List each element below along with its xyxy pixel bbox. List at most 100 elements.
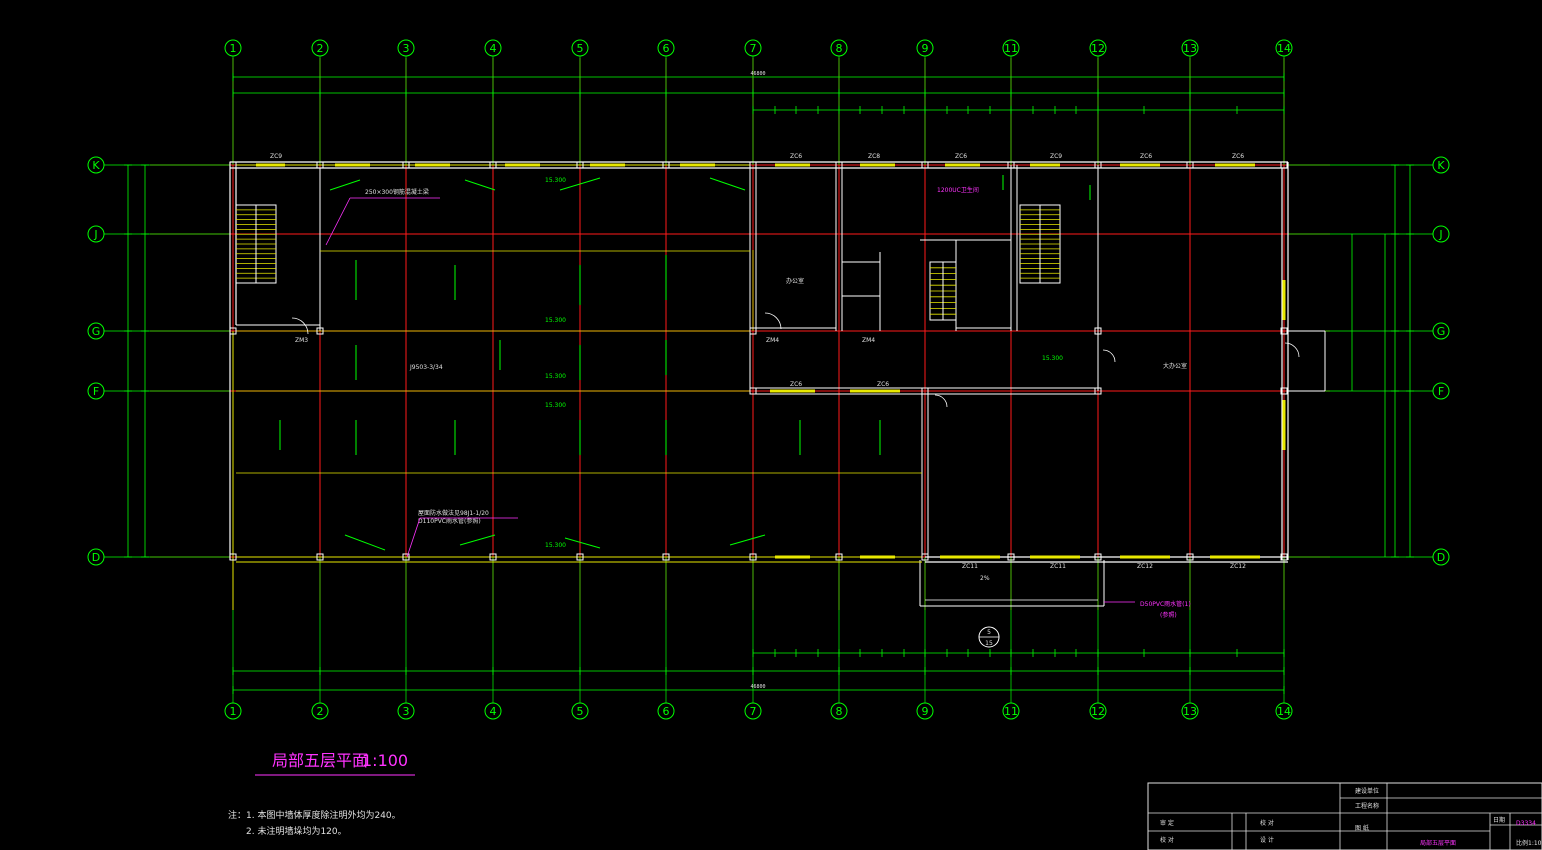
column [316,327,324,335]
tb-design: 设 计 [1260,836,1274,844]
axis-label-4: 4 [490,705,497,718]
tb-row1: 建设单位 [1355,787,1379,795]
structure-mark [709,177,746,191]
column [1007,553,1015,561]
structure-mark [459,534,496,546]
column [1280,553,1288,561]
axis-label-5: 5 [577,705,584,718]
elevation-label: 15.300 [545,402,566,409]
column [1186,553,1194,561]
column [835,161,843,169]
elevation-label: 15.300 [1042,355,1063,362]
z-tag: ZM4 [862,337,875,344]
axis-label-6: 6 [663,705,670,718]
axis-label-3: 3 [403,705,410,718]
tb-approve: 审 定 [1160,819,1174,827]
door-swing [291,317,309,335]
notes-prefix: 注： [228,809,246,821]
column [489,161,497,169]
axis-label-13: 13 [1183,42,1197,55]
column [921,387,929,395]
axis-label-14: 14 [1277,705,1291,718]
elevation-label: 15.300 [545,373,566,380]
structure-mark [329,179,361,191]
tb-check-2: 校 对 [1260,819,1274,827]
column [402,161,410,169]
column [316,553,324,561]
tb-sheet-name: 局部五层平面 [1420,839,1456,847]
z-tag: ZC6 [1140,153,1152,160]
axis-label-2: 2 [317,705,324,718]
axis-label-2: 2 [317,42,324,55]
axis-label-D: D [1437,551,1445,564]
structure-mark [729,534,766,546]
axis-label-F: F [93,385,99,398]
leader [406,517,421,558]
tb-row2: 工程名称 [1355,802,1379,810]
column [662,161,670,169]
axis-label-7: 7 [750,42,757,55]
column [662,553,670,561]
section-mark: 5 [987,629,991,636]
axis-label-13: 13 [1183,705,1197,718]
door-swing [934,394,948,408]
overall-dimension: 46800 [750,71,765,77]
z-tag: ZC6 [877,381,889,388]
axis-label-11: 11 [1004,705,1018,718]
z-tag: ZC6 [955,153,967,160]
column [576,161,584,169]
room-label-large-office: 大办公室 [1163,362,1187,370]
door-swing [1284,342,1300,358]
leader [325,197,351,246]
z-tag: ZC9 [1050,153,1062,160]
slope-label: 2% [980,575,990,582]
column [1094,327,1102,335]
elevation-label: 15.300 [545,542,566,549]
detail-ref: J9503-3/34 [409,364,443,371]
column [1186,161,1194,169]
z-tag: ZM3 [295,337,308,344]
z-tag: ZC12 [1230,563,1246,570]
column [1280,327,1288,335]
z-tag: ZC9 [270,153,282,160]
leader-note: 250×300钢筋混凝土梁 [365,188,429,196]
note-line: 2. 未注明墙垛均为120。 [246,825,347,837]
column [749,327,757,335]
column [921,161,929,169]
column [1094,161,1102,169]
leader-note: 屋面防水做法见98J1-1/20 [418,509,489,517]
pipe-note: D50PVC雨水管(1) [1140,600,1191,608]
column [576,553,584,561]
elevation-label: 15.300 [545,317,566,324]
tb-check: 校 对 [1160,836,1174,844]
axis-label-6: 6 [663,42,670,55]
note-line: 1. 本图中墙体厚度除注明外均为240。 [246,809,401,821]
title-block [1147,782,1542,850]
elevation-label: 15.300 [545,177,566,184]
axis-label-7: 7 [750,705,757,718]
z-tag: ZC11 [1050,563,1066,570]
axis-label-J: J [1438,228,1442,241]
column [749,387,757,395]
door-swing [764,312,782,330]
column [1094,387,1102,395]
axis-label-1: 1 [230,42,237,55]
structure-mark [464,179,496,191]
column [229,161,237,169]
axis-label-8: 8 [836,42,843,55]
axis-label-G: G [1437,325,1446,338]
section-sub: 15 [985,640,993,647]
column [1094,553,1102,561]
column [1007,161,1015,169]
axis-label-5: 5 [577,42,584,55]
structure-mark [344,534,386,551]
tb-date-label: 日期 [1493,816,1505,824]
pipe-note-sub: (参照) [1160,611,1177,619]
drawing-scale: 1:100 [362,751,408,770]
tb-drawing-label: 图 纸 [1355,824,1369,832]
axis-label-3: 3 [403,42,410,55]
axis-label-12: 12 [1091,42,1105,55]
structure-mark [564,537,601,549]
z-tag: ZC8 [868,153,880,160]
